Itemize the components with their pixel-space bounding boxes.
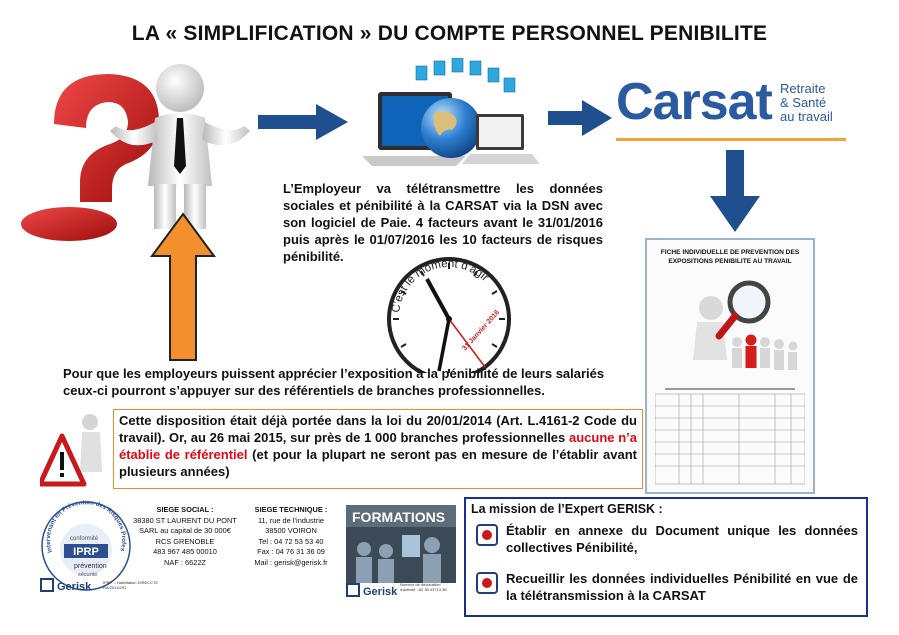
gerisk-declaration: Numéro de déclaration d'activité : 82 38… — [400, 582, 447, 592]
clock-icon: C'est le moment d'agir 31 Janvier 2016 — [387, 257, 511, 373]
gerisk-logo: Gerisk — [346, 583, 397, 598]
siege-social-title: SIEGE SOCIAL : — [156, 505, 214, 514]
fiche-document: FICHE INDIVIDUELLE DE PREVENTION DES EXP… — [645, 238, 815, 494]
siege-technique-line: Tel : 04 72 53 53 40 — [258, 536, 324, 546]
bullet-icon — [476, 572, 498, 594]
gerisk-square-icon — [40, 578, 54, 592]
siege-social-line: 483 967 485 00010 — [153, 547, 217, 556]
employers-paragraph: Pour que les employeurs puissent appréci… — [63, 366, 605, 398]
formations-photo: FORMATIONS — [346, 505, 456, 583]
carsat-subtitle-line: Retraite — [780, 81, 826, 96]
arrow-right-icon — [548, 100, 612, 136]
bullet-icon — [476, 524, 498, 546]
mission-item: Recueillir les données individuelles Pén… — [506, 571, 858, 603]
computer-globe-icon — [362, 58, 540, 166]
siege-social-line: RCS GRENOBLE — [155, 536, 215, 546]
siege-technique-line[interactable]: Mail : gerisk@gerisk.fr — [254, 557, 328, 567]
siege-social-line: 38380 ST LAURENT DU PONT — [133, 515, 237, 525]
arrow-down-icon — [710, 150, 760, 232]
gerisk-name: Gerisk — [57, 581, 92, 593]
fiche-title: FICHE INDIVIDUELLE DE PREVENTION DES EXP… — [660, 249, 800, 265]
mission-item: Établir en annexe du Document unique les… — [506, 523, 858, 555]
legal-notice-highlight: aucune n’a établie de référentiel — [119, 430, 637, 462]
arrow-right-icon — [258, 104, 348, 140]
gerisk-logo: Gerisk — [40, 578, 91, 593]
carsat-subtitle-line: au travail — [780, 109, 833, 124]
siege-technique-line: 38500 VOIRON — [265, 526, 317, 535]
carsat-subtitle: Retraite & Santé au travail — [780, 82, 833, 124]
formations-title: FORMATIONS — [352, 509, 445, 525]
siege-social: SIEGE SOCIAL : 38380 ST LAURENT DU PONT … — [133, 505, 237, 568]
iprp-word: prévention — [74, 563, 107, 570]
question-mark-icon — [21, 74, 159, 241]
legal-notice-text: Cette disposition était déjà portée dans… — [119, 412, 637, 480]
legal-notice-part: (et pour la plupart ne seront pas en mes… — [119, 447, 637, 479]
siege-social-line: SARL au capital de 30 000€ — [139, 526, 231, 535]
siege-technique: SIEGE TECHNIQUE : 11, rue de l’industrie… — [245, 505, 337, 568]
legal-notice-box — [113, 409, 643, 489]
warning-sign-icon — [40, 414, 102, 487]
mission-title: La mission de l’Expert GERISK : — [471, 502, 663, 516]
carsat-subtitle-line: & Santé — [780, 95, 827, 110]
carsat-underline — [616, 138, 846, 141]
arrow-up-icon — [150, 212, 216, 361]
employer-figure — [100, 56, 250, 231]
page-title: LA « SIMPLIFICATION » DU COMPTE PERSONNE… — [131, 22, 768, 45]
iprp-word: conformité — [70, 536, 99, 542]
gerisk-habilitation: IPRP – Habilitation DIRECCTE RA/2014/291 — [103, 580, 159, 590]
siege-technique-line: Fax : 04 76 31 36 09 — [257, 547, 325, 556]
siege-technique-title: SIEGE TECHNIQUE : — [254, 505, 328, 514]
iprp-label: IPRP — [73, 546, 99, 558]
carsat-logo: Carsat — [616, 73, 773, 131]
legal-notice-part: Cette disposition était déjà portée dans… — [119, 413, 637, 445]
iprp-badge: Intervenant en Prévention des Risques Pr… — [40, 500, 131, 591]
iprp-word: sécurité — [78, 572, 97, 578]
siege-technique-line: 11, rue de l’industrie — [257, 515, 324, 525]
magnifier-figures-icon — [693, 280, 798, 370]
fiche-form-table — [655, 388, 805, 485]
employer-paragraph: L’Employeur va télétransmettre les donné… — [283, 181, 603, 264]
mission-box — [464, 497, 868, 617]
gerisk-square-icon — [346, 583, 360, 597]
gerisk-name: Gerisk — [363, 586, 398, 598]
siege-social-line: NAF : 6622Z — [164, 557, 206, 567]
